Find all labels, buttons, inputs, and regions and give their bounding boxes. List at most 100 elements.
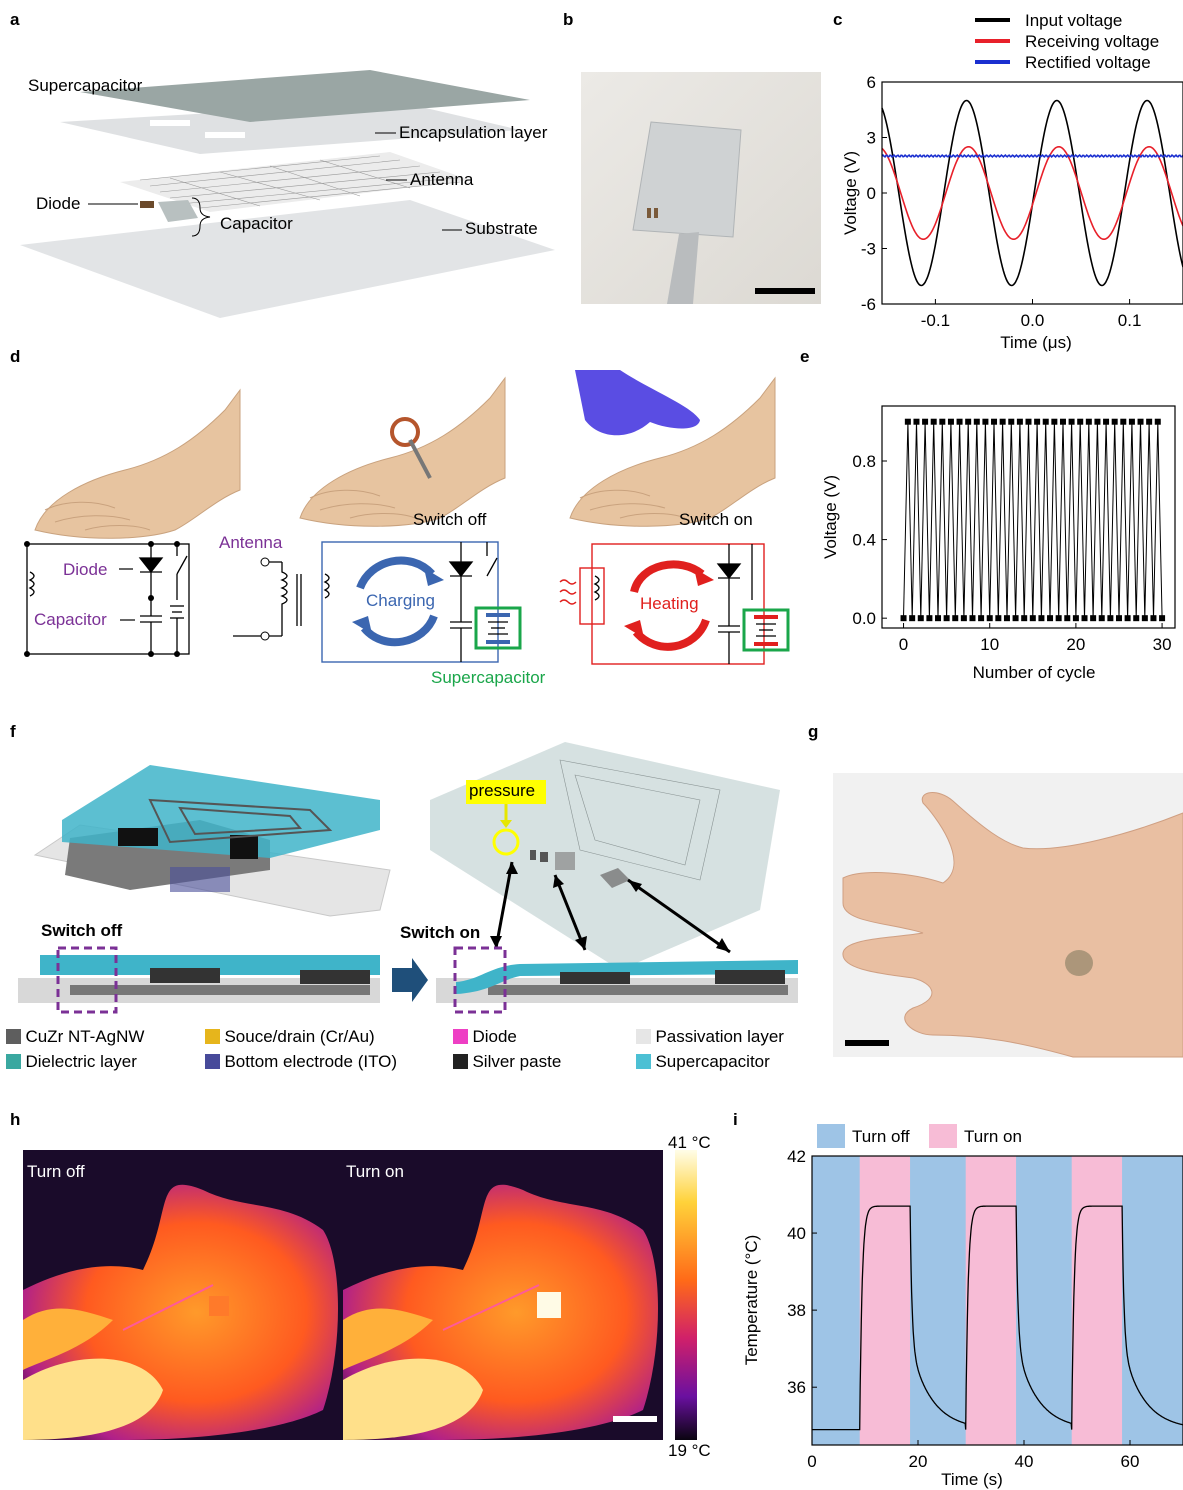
label-substrate: Substrate — [465, 219, 538, 238]
i-xlabel: Time (s) — [941, 1470, 1003, 1489]
hand-photo — [842, 792, 1183, 1058]
e-point — [978, 615, 985, 622]
e-point — [1059, 418, 1066, 425]
hot-device — [537, 1292, 561, 1318]
device-on-skin — [1065, 950, 1093, 976]
h-scale-bar — [613, 1416, 657, 1422]
panel-d-illustration — [24, 370, 790, 665]
panel-letter-d: d — [10, 347, 21, 366]
d-switch-off: Switch off — [413, 510, 487, 529]
e-point — [935, 615, 942, 622]
capacitor-component — [158, 200, 198, 222]
e-point — [1051, 418, 1058, 425]
panel-letter-g: g — [808, 722, 819, 741]
d-capacitor-label: Capacitor — [34, 610, 107, 629]
i-plot-area — [812, 1156, 1183, 1445]
e-point — [1150, 615, 1157, 622]
f-pressure-label: pressure — [469, 781, 536, 800]
panel-h-thermal — [23, 1150, 697, 1440]
i-ytick-label: 36 — [787, 1378, 806, 1397]
d-charging-label: Charging — [366, 591, 435, 610]
h-turn-on-label: Turn on — [346, 1162, 404, 1181]
device-sample — [632, 121, 742, 238]
cross-section-on — [436, 946, 798, 1014]
colorbar — [675, 1150, 697, 1440]
e-point — [930, 418, 937, 425]
e-point — [1047, 615, 1054, 622]
h-cbar-min: 19 °C — [668, 1441, 711, 1460]
e-xtick-label: 10 — [980, 635, 999, 654]
e-point — [1025, 418, 1032, 425]
e-point — [1012, 615, 1019, 622]
e-point — [1128, 418, 1135, 425]
panel-letter-b: b — [563, 10, 574, 29]
d-switch-on: Switch on — [679, 510, 753, 529]
e-point — [1034, 418, 1041, 425]
panel-f-illustration — [18, 742, 798, 1014]
i-xtick-label: 60 — [1121, 1452, 1140, 1471]
c-ytick-label: -3 — [861, 240, 876, 259]
e-voltage-line — [903, 421, 1163, 619]
e-point — [995, 615, 1002, 622]
e-ytick-label: 0.8 — [852, 452, 876, 471]
legend-item: Passivation layer — [636, 1027, 784, 1047]
diode-component — [140, 201, 154, 208]
e-plot-area — [900, 418, 1166, 622]
g-scale-bar — [845, 1040, 889, 1046]
hand-1 — [34, 389, 241, 539]
e-point — [917, 615, 924, 622]
c-xtick-label: -0.1 — [921, 311, 950, 330]
thermal-image-turn-on — [343, 1150, 663, 1440]
e-point — [956, 418, 963, 425]
e-point — [960, 615, 967, 622]
i-ytick-label: 42 — [787, 1147, 806, 1166]
tweezers-probe — [408, 439, 432, 479]
i-on-region — [859, 1156, 911, 1445]
circuit-2-antenna — [233, 561, 302, 637]
charging-arrow-bottom — [360, 614, 438, 647]
label-encapsulation-layer: Encapsulation layer — [399, 123, 548, 142]
e-point — [1016, 418, 1023, 425]
c-plot-area — [881, 99, 1183, 287]
panel-letter-f: f — [10, 722, 16, 741]
hand-2 — [299, 377, 506, 527]
c-legend-label: Receiving voltage — [1025, 32, 1159, 51]
legend-item: Bottom electrode (ITO) — [205, 1052, 397, 1072]
i-ytick-label: 40 — [787, 1224, 806, 1243]
heating-arrow-bottom — [632, 618, 710, 651]
label-capacitor: Capacitor — [220, 214, 293, 233]
i-on-region — [965, 1156, 1017, 1445]
e-point — [973, 418, 980, 425]
d-diode-label: Diode — [63, 560, 108, 579]
c-legend-label: Rectified voltage — [1025, 53, 1151, 72]
e-point — [1003, 615, 1010, 622]
tweezers — [667, 232, 699, 304]
scale-bar — [755, 288, 815, 294]
e-point — [1094, 418, 1101, 425]
panel-letter-h: h — [10, 1110, 21, 1129]
e-point — [969, 615, 976, 622]
i-ylabel: Temperature (°C) — [742, 1235, 761, 1366]
e-point — [943, 615, 950, 622]
heating-arrow-top — [630, 560, 705, 594]
e-point — [1154, 418, 1161, 425]
e-point — [991, 418, 998, 425]
c-ytick-label: 0 — [867, 184, 876, 203]
i-on-region — [1071, 1156, 1123, 1445]
e-xtick-label: 20 — [1066, 635, 1085, 654]
supercapacitor-box-heating — [742, 608, 790, 652]
e-ytick-label: 0.4 — [852, 531, 876, 550]
e-point — [1098, 615, 1105, 622]
e-point — [1038, 615, 1045, 622]
i-legend-label: Turn on — [964, 1127, 1022, 1146]
e-point — [1029, 615, 1036, 622]
legend-item: Diode — [453, 1027, 517, 1047]
e-point — [1107, 615, 1114, 622]
e-point — [939, 418, 946, 425]
antenna-layer — [120, 152, 470, 212]
panel-g-photo — [833, 773, 1183, 1058]
e-xtick-label: 30 — [1153, 635, 1172, 654]
